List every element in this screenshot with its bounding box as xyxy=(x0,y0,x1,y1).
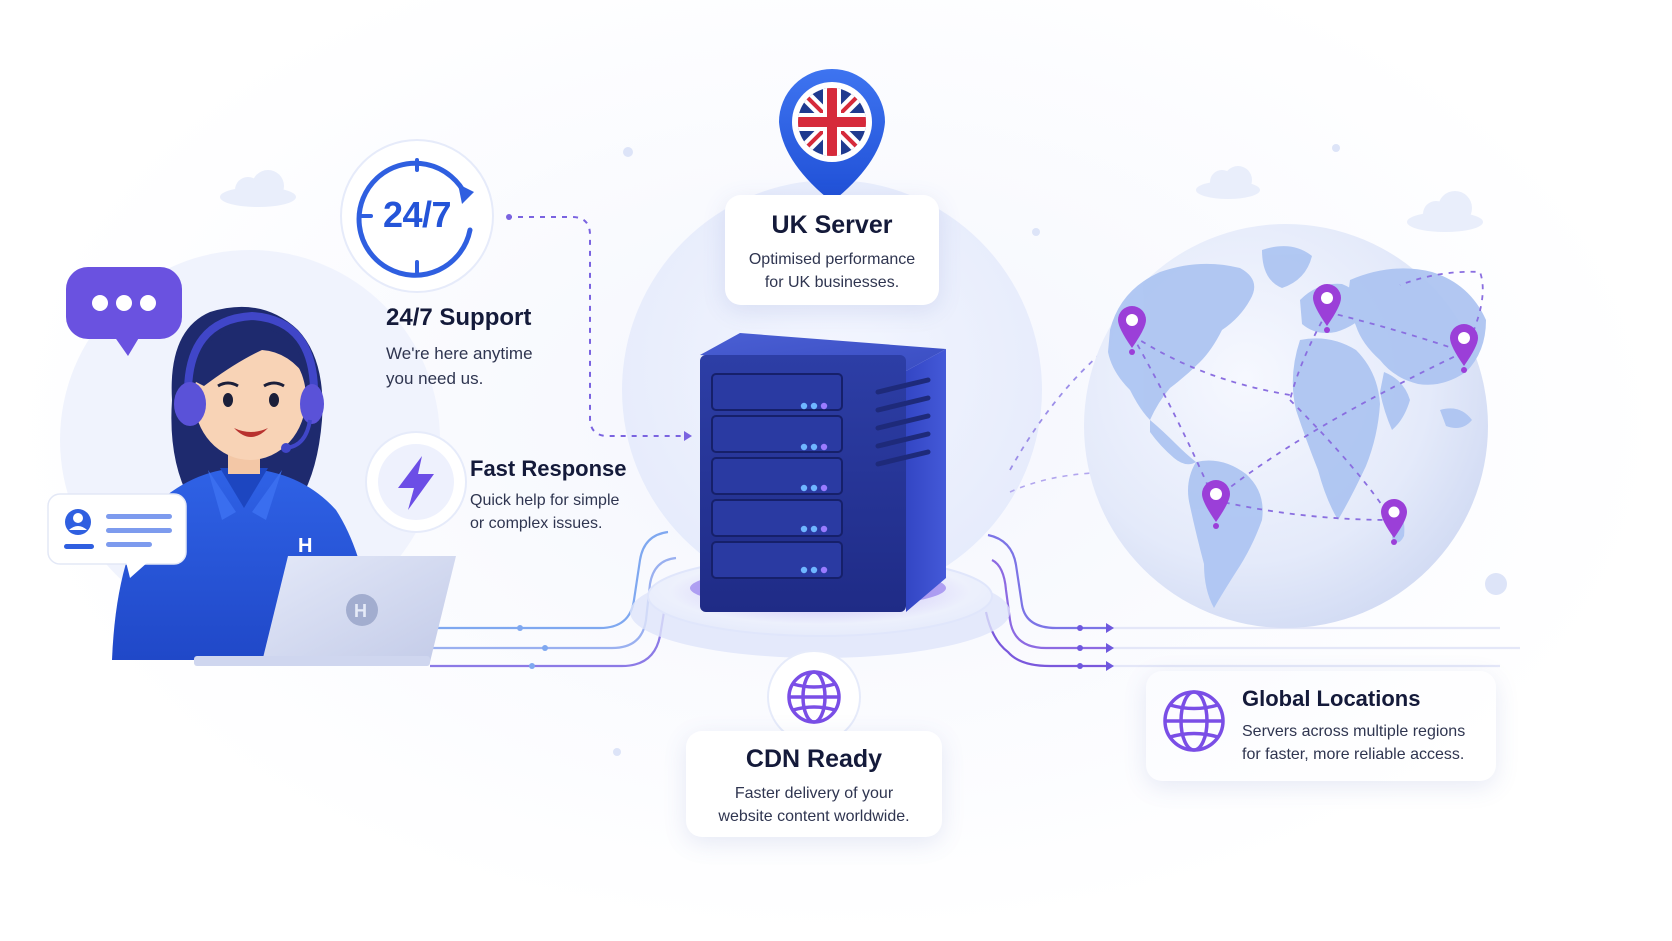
shirt-logo: H xyxy=(298,535,312,557)
globe-icon xyxy=(767,650,861,744)
uk-server-desc-line: for UK businesses. xyxy=(764,274,900,292)
cdn-description: Faster delivery of your website content … xyxy=(686,782,942,828)
fast-response-description: Quick help for simple or complex issues. xyxy=(470,489,670,535)
cdn-title: CDN Ready xyxy=(745,745,883,773)
map-pin-icon xyxy=(1313,284,1341,333)
uk-server-desc-line: Optimised performance xyxy=(748,251,916,268)
uk-server-description: Optimised performance for UK businesses. xyxy=(725,248,939,294)
global-locations-title: Global Locations xyxy=(1242,686,1421,711)
fast-response-section: Fast Response Quick help for simple or c… xyxy=(470,456,670,535)
fast-response-desc-line: Quick help for simple xyxy=(470,492,620,509)
global-desc-line: for faster, more reliable access. xyxy=(1242,746,1465,764)
clock-label: 24/7 xyxy=(382,194,452,235)
server-rack-icon xyxy=(700,333,946,612)
profile-card-icon xyxy=(47,493,187,578)
global-locations-description: Servers across multiple regions for fast… xyxy=(1242,720,1492,766)
clock-arrow-icon xyxy=(340,139,494,293)
fast-response-desc-line: or complex issues. xyxy=(470,515,603,533)
map-pin-icon xyxy=(1450,324,1478,373)
uk-flag-pin-icon xyxy=(779,69,885,202)
support-desc-line: you need us. xyxy=(386,368,484,388)
cloud-icon xyxy=(1196,166,1260,199)
uk-server-title: UK Server xyxy=(771,211,893,239)
cloud-icon xyxy=(1407,191,1483,232)
laptop-logo: H xyxy=(354,601,367,621)
cdn-desc-line: Faster delivery of your xyxy=(734,785,894,802)
cdn-desc-line: website content worldwide. xyxy=(718,808,910,826)
connector-line xyxy=(507,216,684,437)
map-pin-icon xyxy=(1202,480,1230,529)
data-flow-lines-right xyxy=(984,533,1520,668)
support-desc-line: We're here anytime xyxy=(386,344,533,363)
map-pin-icon xyxy=(1118,306,1146,355)
lightning-bolt-icon xyxy=(365,431,467,533)
uk-server-card: UK Server Optimised performance for UK b… xyxy=(725,195,939,305)
support-section: 24/7 Support We're here anytime you need… xyxy=(386,304,606,391)
support-title: 24/7 Support xyxy=(386,304,532,331)
support-description: We're here anytime you need us. xyxy=(386,342,606,391)
map-pin-icon xyxy=(1381,499,1407,545)
cdn-card: CDN Ready Faster delivery of your websit… xyxy=(686,731,942,837)
world-globe xyxy=(1084,224,1488,628)
chat-bubble-icon xyxy=(66,267,182,356)
global-desc-line: Servers across multiple regions xyxy=(1242,723,1466,740)
globe-icon xyxy=(1163,690,1225,752)
global-locations-text: Global Locations Servers across multiple… xyxy=(1242,686,1492,766)
cloud-icon xyxy=(220,170,296,207)
fast-response-title: Fast Response xyxy=(470,456,627,481)
